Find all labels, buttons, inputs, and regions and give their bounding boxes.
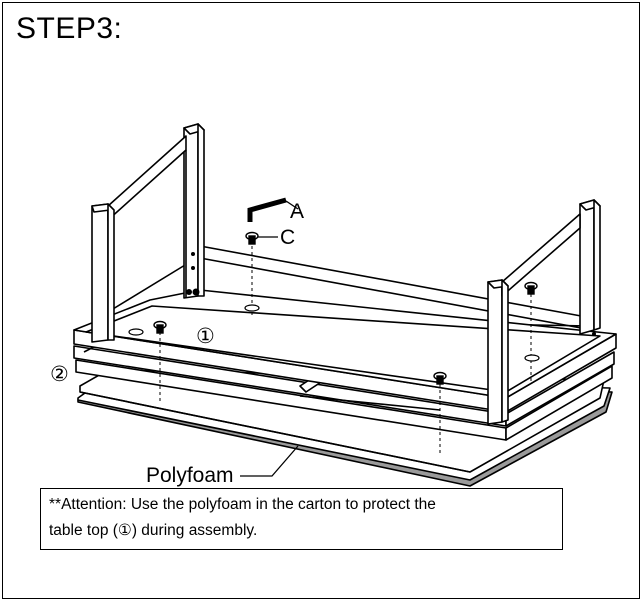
note-line-2: table top (①) during assembly. xyxy=(49,522,258,539)
label-screw-c: C xyxy=(280,226,295,249)
screw-icon xyxy=(245,231,259,245)
note-line-1: **Attention: Use the polyfoam in the car… xyxy=(49,496,436,513)
leg-bolt-holes xyxy=(186,252,596,336)
mounting-slots xyxy=(128,304,540,362)
label-frame-part: ② xyxy=(50,363,69,386)
screw-icon xyxy=(433,371,447,385)
label-tool-a: A xyxy=(290,200,304,223)
screw-icon xyxy=(524,281,538,295)
frame-rail-upper xyxy=(73,289,617,413)
screw-c-parts xyxy=(153,231,538,385)
right-leg-frame xyxy=(487,199,601,425)
step-title: STEP3: xyxy=(16,12,123,45)
allen-key-icon xyxy=(247,197,299,222)
attention-note: **Attention: Use the polyfoam in the car… xyxy=(40,488,563,550)
screw-icon xyxy=(153,320,167,334)
label-polyfoam: Polyfoam xyxy=(146,464,234,487)
left-leg-frame xyxy=(91,123,205,343)
label-table-top: ① xyxy=(196,325,215,348)
